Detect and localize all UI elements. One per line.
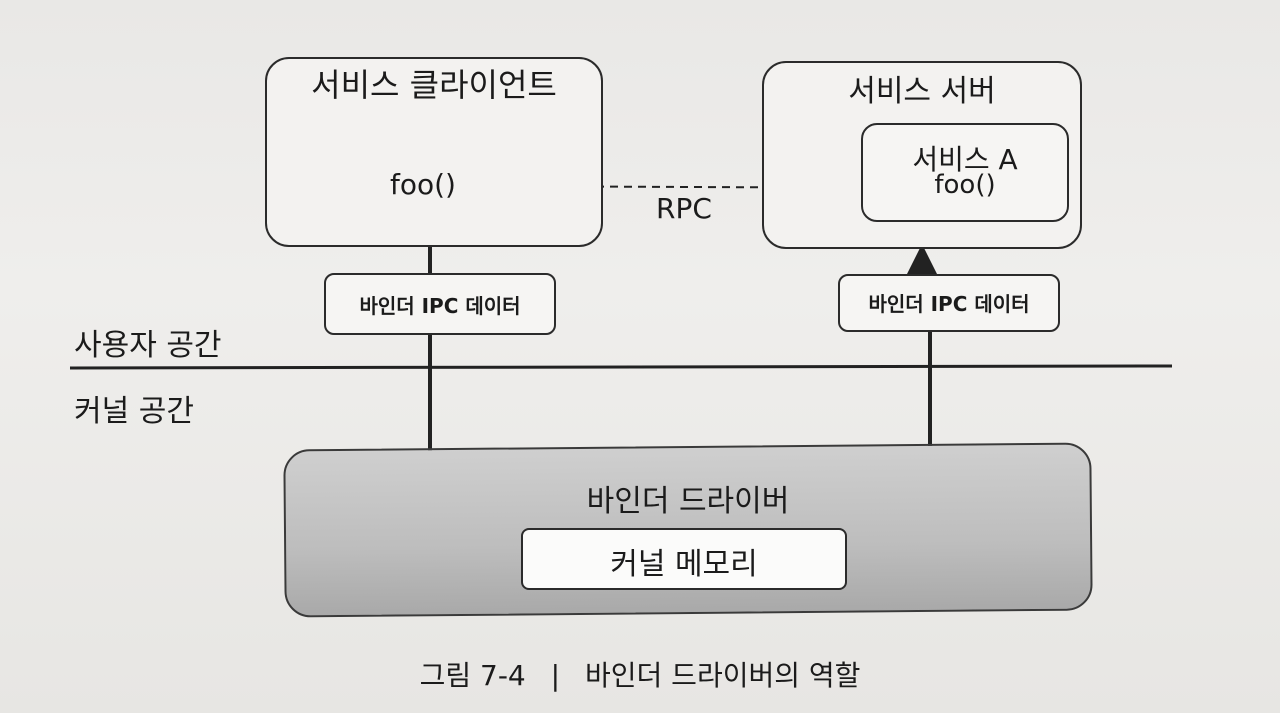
user-kernel-divider [69,364,1173,370]
figure-caption: 그림 7-4 | 바인더 드라이버의 역할 [0,654,1280,694]
kernel-memory-box [521,528,847,590]
caption-separator: | [550,659,561,692]
service-client-box [265,57,603,247]
client-call-label: foo() [390,168,456,201]
ipc-data-box-left [324,273,556,335]
kernel-memory-label: 커널 메모리 [610,547,758,582]
ipc-data-box-right [838,274,1060,332]
caption-text: 바인더 드라이버의 역할 [585,659,861,692]
service-client-title: 서비스 클라이언트 [311,66,557,104]
user-space-label: 사용자 공간 [74,328,222,363]
ipc-data-label-left: 바인더 IPC 데이터 [359,294,521,318]
binder-driver-title: 바인더 드라이버 [586,484,790,519]
caption-figure-number: 그림 7-4 [419,659,526,692]
kernel-space-label: 커널 공간 [74,394,194,429]
service-server-title: 서비스 서버 [848,74,996,109]
ipc-data-label-right: 바인더 IPC 데이터 [868,292,1030,316]
service-a-method: foo() [934,170,996,200]
rpc-label: RPC [656,192,712,225]
service-a-box [861,123,1069,222]
service-a-title: 서비스 A [912,143,1018,176]
